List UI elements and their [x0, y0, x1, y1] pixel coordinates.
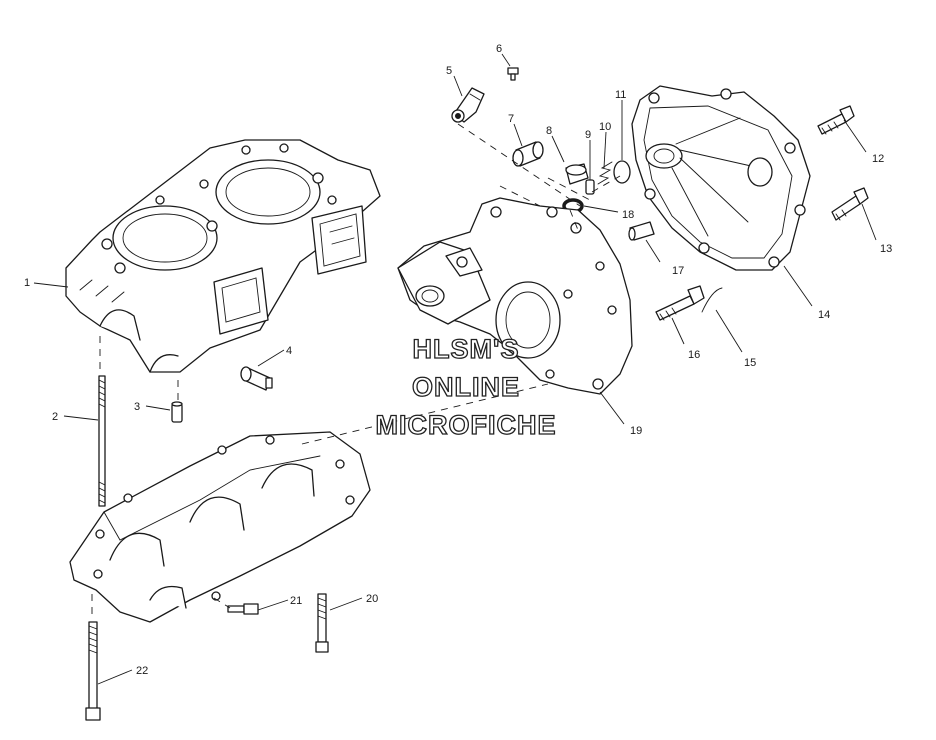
bolt-16 — [655, 285, 705, 321]
arm-5 — [451, 87, 485, 123]
callout-21: 21 — [290, 595, 302, 607]
callout-22: 22 — [136, 665, 148, 677]
spring-10 — [597, 161, 613, 185]
callout-5: 5 — [446, 65, 452, 77]
callout-9: 9 — [585, 129, 591, 141]
watermark-line-2: ONLINE — [412, 372, 520, 402]
bushing-7 — [512, 141, 544, 167]
watermark-line-3: MICROFICHE — [376, 410, 557, 440]
callout-1: 1 — [24, 277, 30, 289]
dowel-3 — [171, 401, 183, 423]
leader-lines — [33, 53, 877, 685]
callout-8: 8 — [546, 125, 552, 137]
callout-20: 20 — [366, 593, 378, 605]
callout-2: 2 — [52, 411, 58, 423]
bolt-22 — [85, 621, 101, 721]
watermark-line-1: HLSM'S — [413, 334, 520, 364]
o-ring-11 — [613, 160, 631, 184]
callout-14: 14 — [818, 309, 830, 321]
plug-4 — [240, 366, 273, 391]
bolt-12 — [817, 105, 855, 135]
screw-6 — [507, 67, 519, 81]
stud-2 — [98, 375, 106, 507]
callout-19: 19 — [630, 425, 642, 437]
callout-13: 13 — [880, 243, 892, 255]
dowel-17 — [628, 221, 655, 241]
callout-18: 18 — [622, 209, 634, 221]
callout-15: 15 — [744, 357, 756, 369]
callout-12: 12 — [872, 153, 884, 165]
callout-17: 17 — [672, 265, 684, 277]
lower-crankcase — [69, 431, 371, 623]
assembly-lines — [91, 123, 621, 620]
bolt-21 — [227, 603, 259, 615]
callouts: 1 2 3 4 5 6 7 8 9 10 11 12 13 14 15 16 1… — [24, 43, 892, 677]
bolt-13 — [831, 187, 869, 221]
upper-crankcase — [65, 139, 381, 373]
callout-4: 4 — [286, 345, 292, 357]
callout-3: 3 — [134, 401, 140, 413]
callout-7: 7 — [508, 113, 514, 125]
cap-8 — [565, 163, 589, 185]
bolt-20 — [315, 593, 329, 653]
housing-19 — [397, 197, 633, 395]
callout-11: 11 — [615, 89, 626, 101]
cover-14 — [631, 85, 811, 271]
clip-15 — [701, 287, 723, 313]
callout-16: 16 — [688, 349, 700, 361]
callout-6: 6 — [496, 43, 502, 55]
watermark: HLSM'S ONLINE MICROFICHE — [375, 333, 557, 440]
callout-10: 10 — [599, 121, 611, 133]
